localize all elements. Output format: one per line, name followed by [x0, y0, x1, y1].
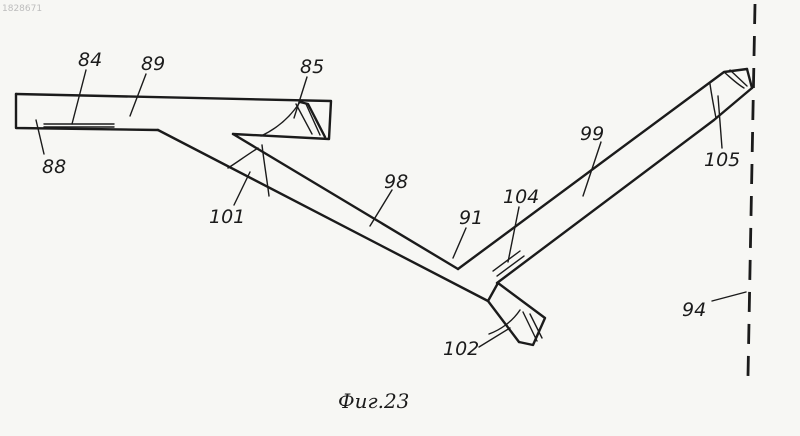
label-102: 102 [443, 338, 479, 360]
rising-duct-99 [458, 69, 752, 283]
label-91: 91 [459, 207, 483, 229]
figure-caption: Фиг.23 [338, 389, 409, 413]
label-104: 104 [503, 186, 539, 208]
label-84: 84 [78, 49, 102, 71]
document-id: 1828671 [2, 4, 42, 14]
label-101: 101 [209, 206, 245, 228]
label-99: 99 [580, 123, 604, 145]
inclined-duct-98 [158, 130, 545, 345]
label-105: 105 [704, 149, 740, 171]
label-85: 85 [300, 56, 324, 78]
label-94: 94 [682, 299, 706, 321]
axis-94-dashed-line [748, 4, 755, 376]
label-98: 98 [384, 171, 408, 193]
horizontal-duct [16, 94, 331, 139]
label-88: 88 [42, 156, 66, 178]
label-89: 89 [141, 53, 165, 75]
reference-numerals: 84 89 85 88 101 98 91 104 99 105 94 102 [42, 49, 740, 360]
leader-lines [36, 70, 746, 347]
nozzle-85 [261, 102, 325, 137]
